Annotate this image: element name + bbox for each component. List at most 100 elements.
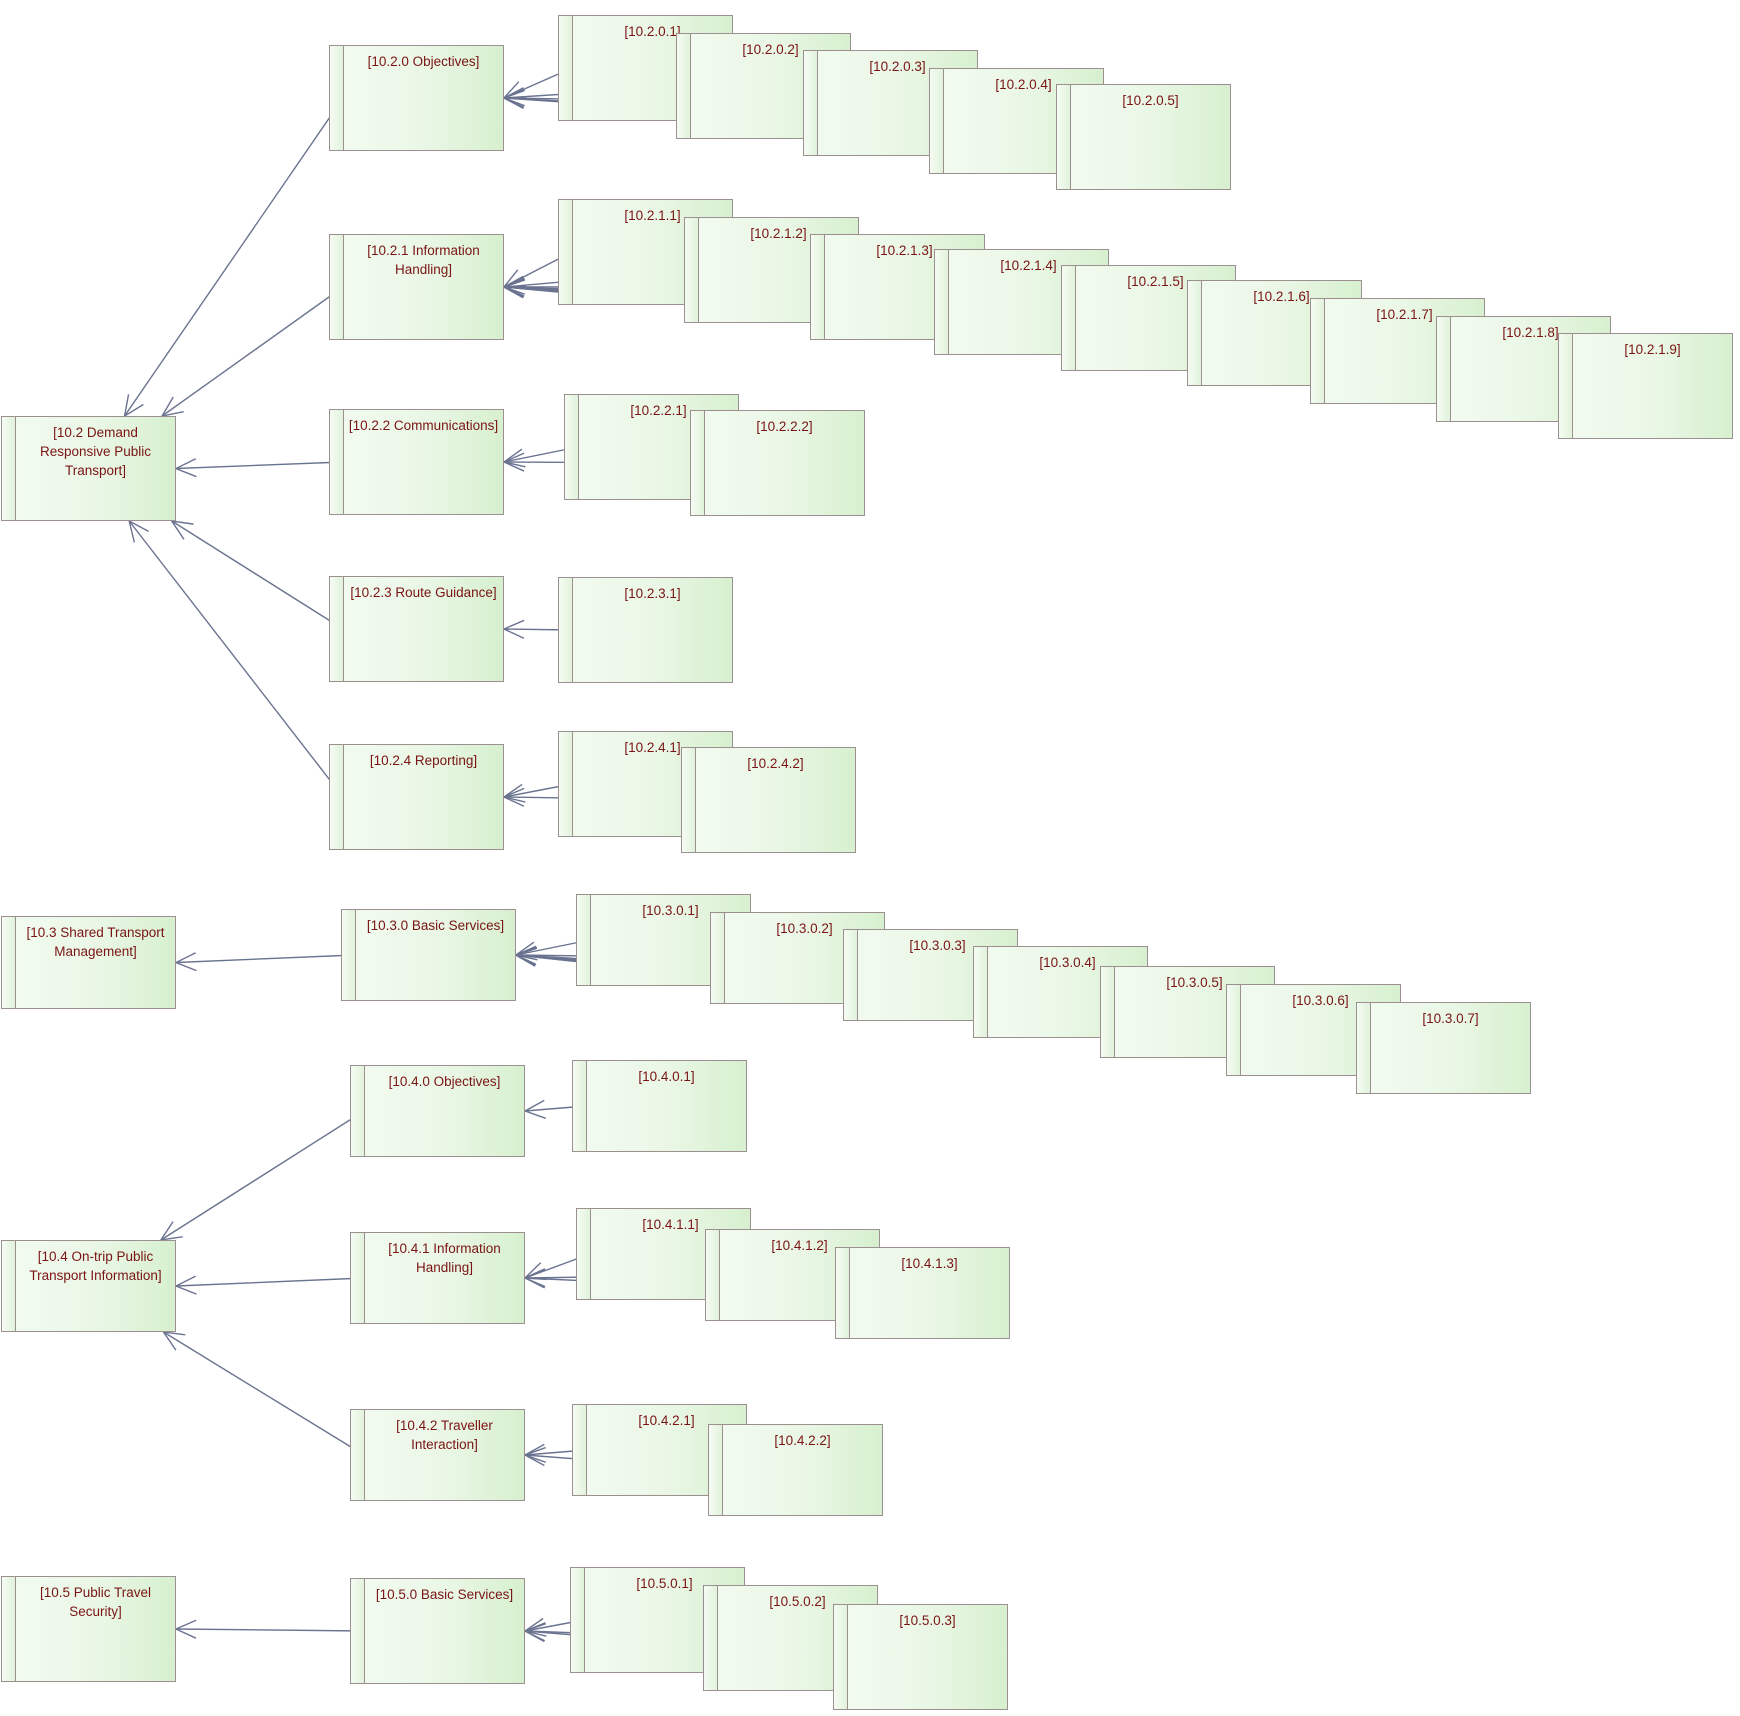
node-label: [10.2.3 Route Guidance] (350, 585, 497, 600)
arrowhead-icon (523, 1269, 546, 1289)
node-label: [10.4.0 Objectives] (388, 1074, 501, 1089)
arrowhead-icon (170, 520, 194, 540)
connector-line[interactable] (175, 1277, 365, 1287)
arrowhead-icon (174, 1275, 197, 1295)
connector-line[interactable] (175, 461, 344, 470)
node-10-4-1-3[interactable]: [10.4.1.3] (835, 1247, 1010, 1339)
node-label: [10.4.2 Traveller Interaction] (396, 1418, 493, 1452)
node-label: [10.2.1.7] (1376, 307, 1433, 322)
node-10-2-0[interactable]: [10.2.0 Objectives] (329, 45, 504, 151)
node-label: [10.2.4 Reporting] (369, 753, 478, 768)
node-10-4-1[interactable]: [10.4.1 Information Handling] (350, 1232, 525, 1324)
node-label: [10.4.0.1] (638, 1069, 695, 1084)
node-10-2-0-5[interactable]: [10.2.0.5] (1056, 84, 1231, 190)
node-10-2-4[interactable]: [10.2.4 Reporting] (329, 744, 504, 850)
arrowhead-icon (174, 1619, 197, 1639)
node-label: [10.2.1.3] (876, 243, 933, 258)
node-10-4-2[interactable]: [10.4.2 Traveller Interaction] (350, 1409, 525, 1501)
node-label: [10.2.0.5] (1122, 93, 1179, 108)
connector-line[interactable] (163, 1331, 365, 1456)
node-label: [10.3.0.3] (909, 938, 966, 953)
node-label: [10.4.1 Information Handling] (388, 1241, 501, 1275)
node-10-2-4-2[interactable]: [10.2.4.2] (681, 747, 856, 853)
arrowhead-icon (523, 1623, 546, 1643)
arrowhead-icon (502, 787, 525, 807)
node-label: [10.4 On-trip Public Transport Informati… (29, 1249, 162, 1283)
node-10-3-0[interactable]: [10.3.0 Basic Services] (341, 909, 516, 1001)
node-10-4-0[interactable]: [10.4.0 Objectives] (350, 1065, 525, 1157)
node-label: [10.2.0.1] (624, 24, 681, 39)
node-label: [10.4.1.1] (642, 1217, 699, 1232)
arrowhead-icon (514, 947, 538, 967)
node-label: [10.2.1.4] (1000, 258, 1057, 273)
node-label: [10.3.0.7] (1422, 1011, 1479, 1026)
connector-line[interactable] (171, 520, 344, 630)
node-label: [10.2.1.6] (1253, 289, 1310, 304)
node-10-2-2[interactable]: [10.2.2 Communications] (329, 409, 504, 515)
node-label: [10.3.0.1] (642, 903, 699, 918)
node-label: [10.2.4.2] (747, 756, 804, 771)
node-label: [10.5.0.3] (899, 1613, 956, 1628)
connector-line[interactable] (123, 97, 344, 417)
node-label: [10.3.0.5] (1166, 975, 1223, 990)
node-label: [10.2.0 Objectives] (367, 54, 480, 69)
node-label: [10.4.2.2] (774, 1433, 831, 1448)
node-label: [10.2.2.1] (630, 403, 687, 418)
connector-line[interactable] (175, 954, 356, 964)
node-label: [10.2.1.1] (624, 208, 681, 223)
node-label: [10.2 Demand Responsive Public Transport… (39, 425, 152, 478)
node-10-2-2-2[interactable]: [10.2.2.2] (690, 410, 865, 516)
node-label: [10.3.0.6] (1292, 993, 1349, 1008)
node-10-4-0-1[interactable]: [10.4.0.1] (572, 1060, 747, 1152)
node-label: [10.4.2.1] (638, 1413, 695, 1428)
connector-line[interactable] (128, 520, 344, 798)
node-10-3[interactable]: [10.3 Shared Transport Management] (1, 916, 176, 1009)
node-10-5-0[interactable]: [10.5.0 Basic Services] (350, 1578, 525, 1684)
node-10-3-0-7[interactable]: [10.3.0.7] (1356, 1002, 1531, 1094)
node-label: [10.4.1.3] (901, 1256, 958, 1271)
node-10-4-2-2[interactable]: [10.4.2.2] (708, 1424, 883, 1516)
arrowhead-icon (502, 89, 525, 109)
connector-line[interactable] (175, 1628, 365, 1632)
node-10-2-1-9[interactable]: [10.2.1.9] (1558, 333, 1733, 439)
node-label: [10.2.4.1] (624, 740, 681, 755)
arrowhead-icon (523, 1446, 546, 1467)
connector-line[interactable] (161, 286, 344, 417)
node-label: [10.3.0 Basic Services] (366, 918, 505, 933)
node-10-2-3[interactable]: [10.2.3 Route Guidance] (329, 576, 504, 682)
node-label: [10.3.0.4] (1039, 955, 1096, 970)
arrowhead-icon (162, 1331, 186, 1351)
node-label: [10.2.1.2] (750, 226, 807, 241)
node-label: [10.5.0 Basic Services] (375, 1587, 514, 1602)
node-label: [10.2.2 Communications] (348, 418, 499, 433)
node-label: [10.3 Shared Transport Management] (26, 925, 165, 959)
node-label: [10.2.0.2] (742, 42, 799, 57)
node-label: [10.5 Public Travel Security] (39, 1585, 152, 1619)
node-label: [10.2.1.9] (1624, 342, 1681, 357)
node-10-5-0-3[interactable]: [10.5.0.3] (833, 1604, 1008, 1710)
node-10-2-3-1[interactable]: [10.2.3.1] (558, 577, 733, 683)
connector-line[interactable] (160, 1110, 365, 1241)
arrowhead-icon (523, 1099, 546, 1119)
arrowhead-icon (174, 952, 197, 972)
node-label: [10.5.0.2] (769, 1594, 826, 1609)
node-label: [10.5.0.1] (636, 1576, 693, 1591)
node-label: [10.2.3.1] (624, 586, 681, 601)
node-label: [10.3.0.2] (776, 921, 833, 936)
node-10-4[interactable]: [10.4 On-trip Public Transport Informati… (1, 1240, 176, 1332)
node-10-5[interactable]: [10.5 Public Travel Security] (1, 1576, 176, 1682)
node-label: [10.2.2.2] (756, 419, 813, 434)
node-label: [10.2.0.4] (995, 77, 1052, 92)
arrowhead-icon (174, 458, 197, 478)
node-10-2-1[interactable]: [10.2.1 Information Handling] (329, 234, 504, 340)
node-label: [10.2.0.3] (869, 59, 926, 74)
node-label: [10.2.1.8] (1502, 325, 1559, 340)
node-label: [10.4.1.2] (771, 1238, 828, 1253)
arrowhead-icon (502, 619, 525, 639)
node-10-2[interactable]: [10.2 Demand Responsive Public Transport… (1, 416, 176, 521)
arrowhead-icon (128, 519, 149, 543)
arrowhead-icon (502, 452, 525, 472)
node-label: [10.2.1.5] (1127, 274, 1184, 289)
arrowhead-icon (502, 279, 526, 299)
